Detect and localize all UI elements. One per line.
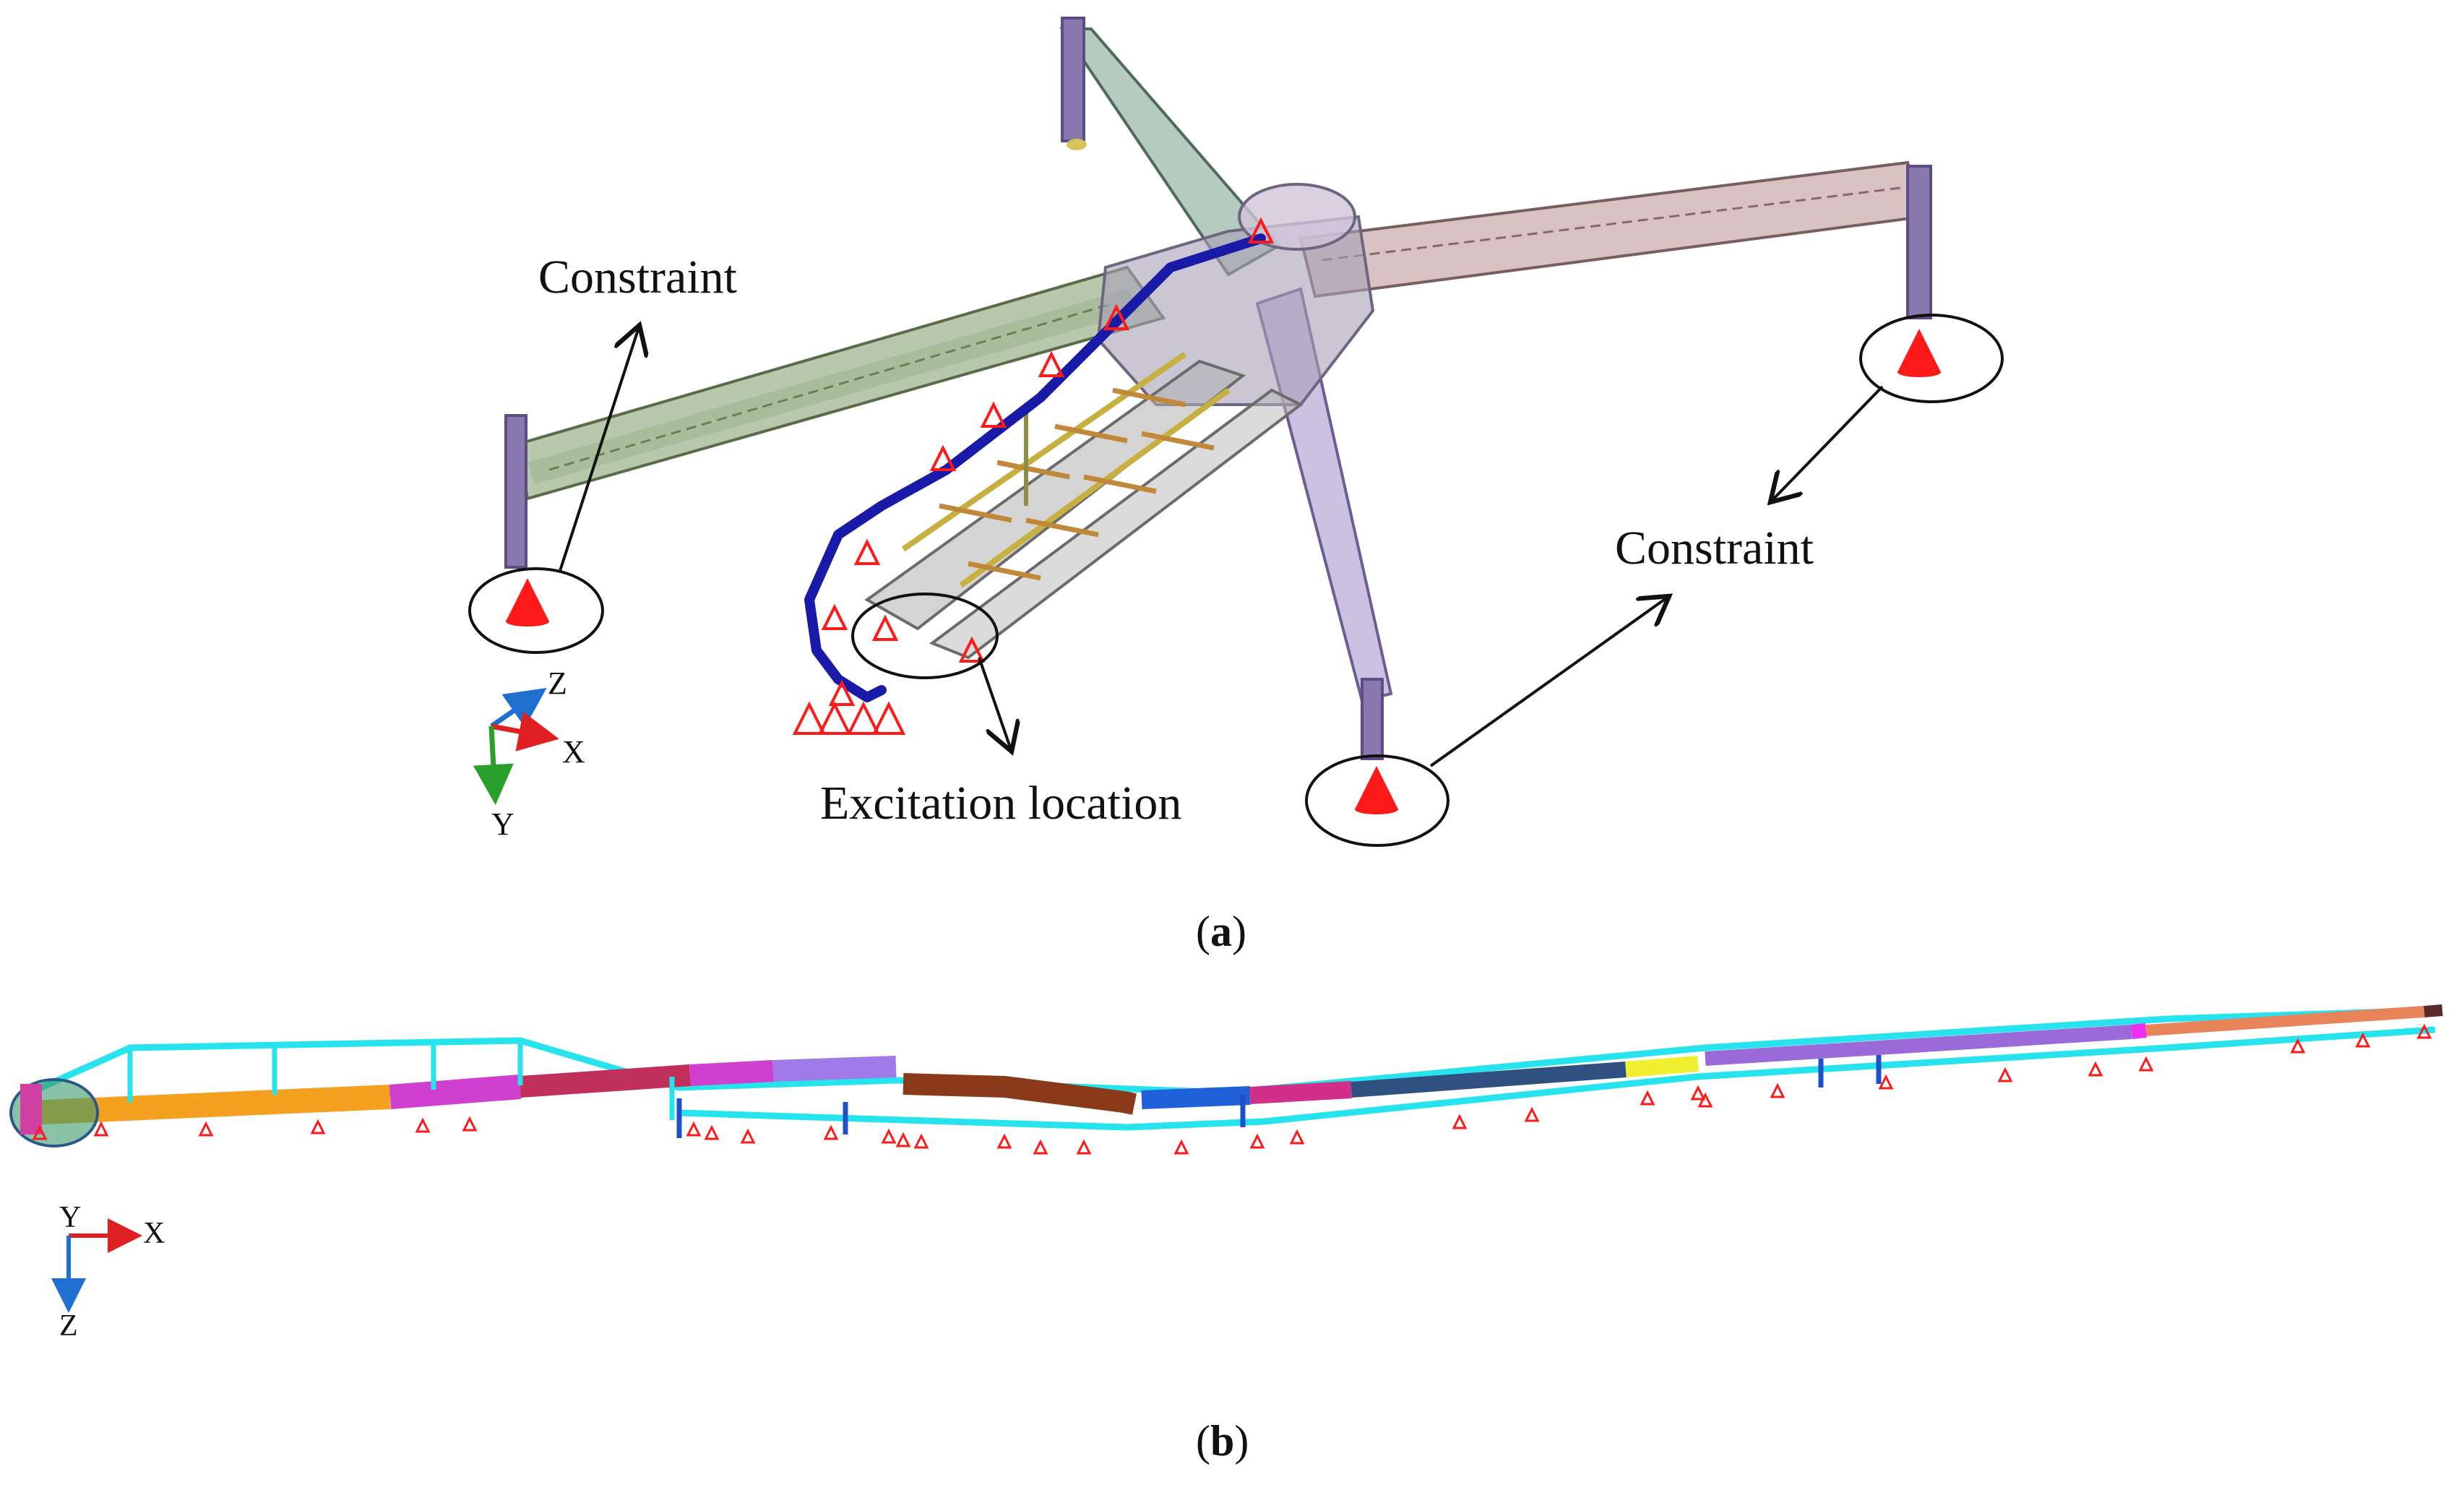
constraint-circle-bottom	[1305, 754, 1449, 847]
panel-a: Constraint Constraint Excitation locatio…	[468, 17, 2004, 955]
axis-a-z-label: Z	[548, 666, 567, 701]
main-segments	[28, 1004, 2443, 1125]
axis-b-y-label: Y	[59, 1201, 81, 1234]
axis-b-z-label: Z	[59, 1309, 78, 1343]
rail-upper	[24, 1007, 2436, 1098]
constraint-arrow-right	[1770, 385, 1884, 502]
left-end-cap	[9, 1078, 99, 1147]
panel-b-drawing: Y X Z	[9, 1004, 2443, 1343]
posts-blue	[676, 1055, 1882, 1138]
axis-triad-b: Y X Z	[51, 1201, 165, 1343]
caption-b: (b)	[1196, 1417, 1249, 1465]
constraint-cone-left	[506, 578, 549, 626]
constraint-circle-left	[468, 567, 604, 654]
constraint-cone-right	[1897, 329, 1941, 377]
structure-arm-right	[1298, 160, 1932, 319]
supports	[32, 1023, 2432, 1155]
constraint-cone-bottom	[1355, 766, 1398, 814]
posts	[127, 1041, 675, 1120]
label-excitation: Excitation location	[820, 777, 1181, 830]
axis-a-y-label: Y	[491, 806, 514, 842]
label-constraint-left: Constraint	[538, 251, 737, 303]
panel-a-drawing: Constraint Constraint Excitation locatio…	[468, 17, 2004, 847]
excitation-arrow	[978, 657, 1012, 752]
caption-b-letter: b	[1210, 1417, 1235, 1465]
rail-lower	[679, 1026, 2436, 1131]
panel-b: Y X Z (b)	[0, 903, 2464, 1490]
label-constraint-right: Constraint	[1615, 522, 1814, 574]
excitation-circle	[851, 593, 999, 679]
caption-a-letter: a	[1210, 908, 1232, 955]
axis-a-x-label: X	[562, 734, 585, 770]
axis-b-x-label: X	[143, 1217, 165, 1250]
constraint-circle-right	[1859, 314, 2004, 403]
structure-arm-left	[504, 265, 1166, 569]
constraint-arrow-left	[559, 325, 639, 572]
constraint-arrow-bottom	[1429, 596, 1669, 767]
axis-triad-a: Z X Y	[473, 666, 585, 842]
pipe-supports	[792, 217, 1275, 735]
caption-a: (a)	[1196, 908, 1246, 955]
structure-frame	[864, 351, 1304, 660]
